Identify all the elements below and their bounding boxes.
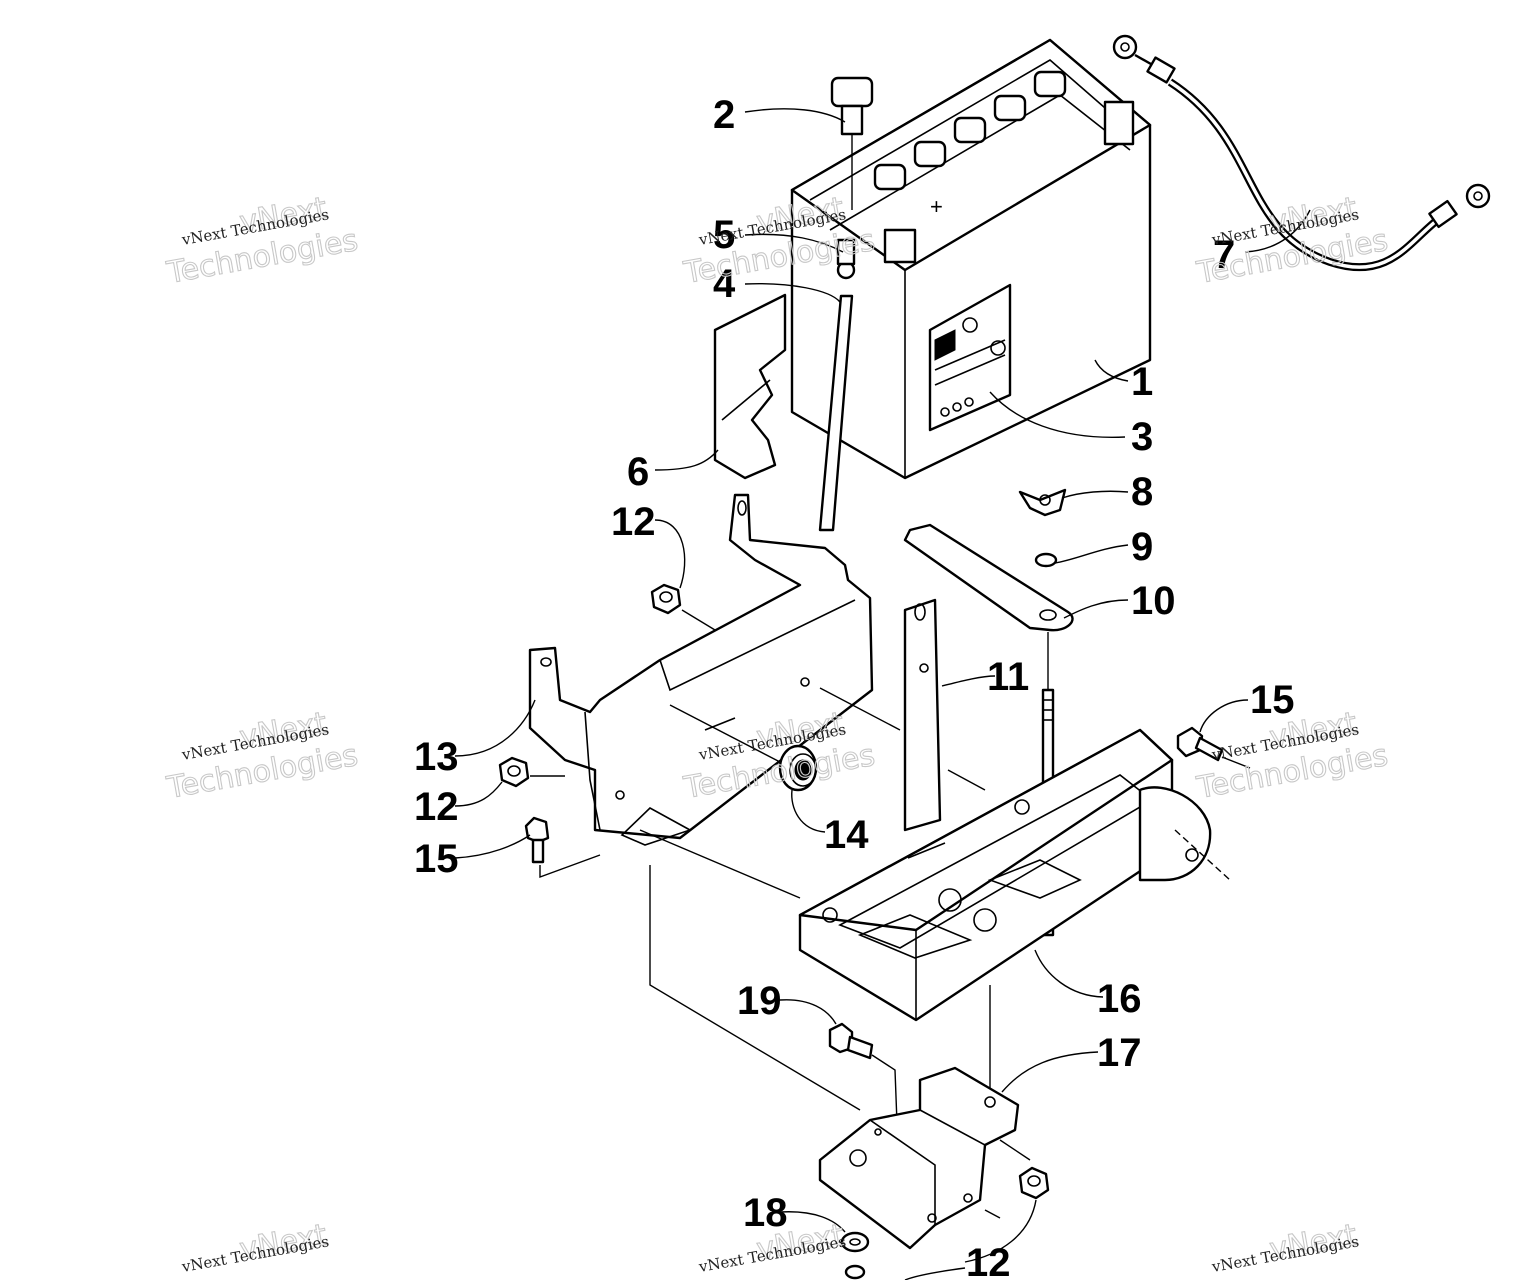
bolt-right bbox=[1176, 726, 1224, 762]
callout-6: 6 bbox=[627, 450, 649, 494]
positive-terminal bbox=[1103, 100, 1135, 146]
callout-3: 3 bbox=[1131, 415, 1153, 459]
watermark: vNext vNext Technologies Technologies bbox=[163, 705, 361, 806]
washer-lower bbox=[840, 1231, 870, 1280]
bolt-left bbox=[524, 816, 550, 864]
wing-nut bbox=[1018, 488, 1067, 517]
callout-4: 4 bbox=[713, 262, 736, 306]
callout-13: 13 bbox=[414, 735, 459, 779]
nut-lower bbox=[1018, 1166, 1050, 1200]
callout-18: 18 bbox=[743, 1191, 788, 1235]
callout-1: 1 bbox=[1131, 360, 1153, 404]
hold-down-strap bbox=[903, 523, 1074, 632]
vent-plug bbox=[830, 76, 874, 210]
vent-caps bbox=[873, 70, 1067, 191]
nut-left bbox=[498, 756, 530, 788]
callout-15-left: 15 bbox=[414, 837, 459, 881]
callout-14: 14 bbox=[824, 813, 869, 857]
negative-terminal bbox=[883, 228, 917, 264]
flat-washer bbox=[1034, 552, 1058, 568]
watermark: vNext vNext Technologies bbox=[180, 1217, 331, 1276]
watermark: vNext vNext Technologies Technologies bbox=[163, 190, 361, 291]
callout-7: 7 bbox=[1213, 233, 1235, 277]
callout-15-right: 15 bbox=[1250, 678, 1295, 722]
callout-2: 2 bbox=[713, 93, 735, 137]
callout-leaders bbox=[454, 108, 1311, 1280]
callout-12-left: 12 bbox=[414, 785, 459, 829]
callout-12-top: 12 bbox=[611, 500, 656, 544]
callout-12-bottom: 12 bbox=[966, 1241, 1011, 1280]
callout-5: 5 bbox=[713, 213, 735, 257]
callout-17: 17 bbox=[1097, 1031, 1142, 1075]
battery-cable bbox=[1112, 34, 1491, 272]
grommet bbox=[778, 744, 818, 792]
callout-9: 9 bbox=[1131, 525, 1153, 569]
callout-numbers: 1 2 3 4 5 6 7 8 9 10 11 12 12 15 13 14 1… bbox=[414, 93, 1295, 1280]
flange-bolt bbox=[828, 1022, 874, 1060]
battery-pad bbox=[713, 293, 787, 480]
callout-11: 11 bbox=[987, 655, 1029, 699]
battery-label bbox=[928, 283, 1012, 432]
vent-hose bbox=[818, 294, 854, 532]
callout-10: 10 bbox=[1131, 579, 1176, 623]
watermark: vNext vNext Technologies Technologies bbox=[1193, 705, 1391, 806]
vent-elbow bbox=[836, 238, 856, 280]
watermark: vNext vNext Technologies bbox=[1210, 1217, 1361, 1276]
bracket-strap bbox=[903, 598, 942, 832]
lower-bracket bbox=[818, 1066, 1020, 1250]
callout-8: 8 bbox=[1131, 470, 1153, 514]
nut-top bbox=[650, 583, 682, 615]
battery-tray bbox=[798, 728, 1212, 1022]
callout-19: 19 bbox=[737, 979, 782, 1023]
callout-16: 16 bbox=[1097, 977, 1142, 1021]
terminal-plus-mark: + bbox=[930, 194, 943, 219]
battery: + bbox=[790, 38, 1152, 480]
